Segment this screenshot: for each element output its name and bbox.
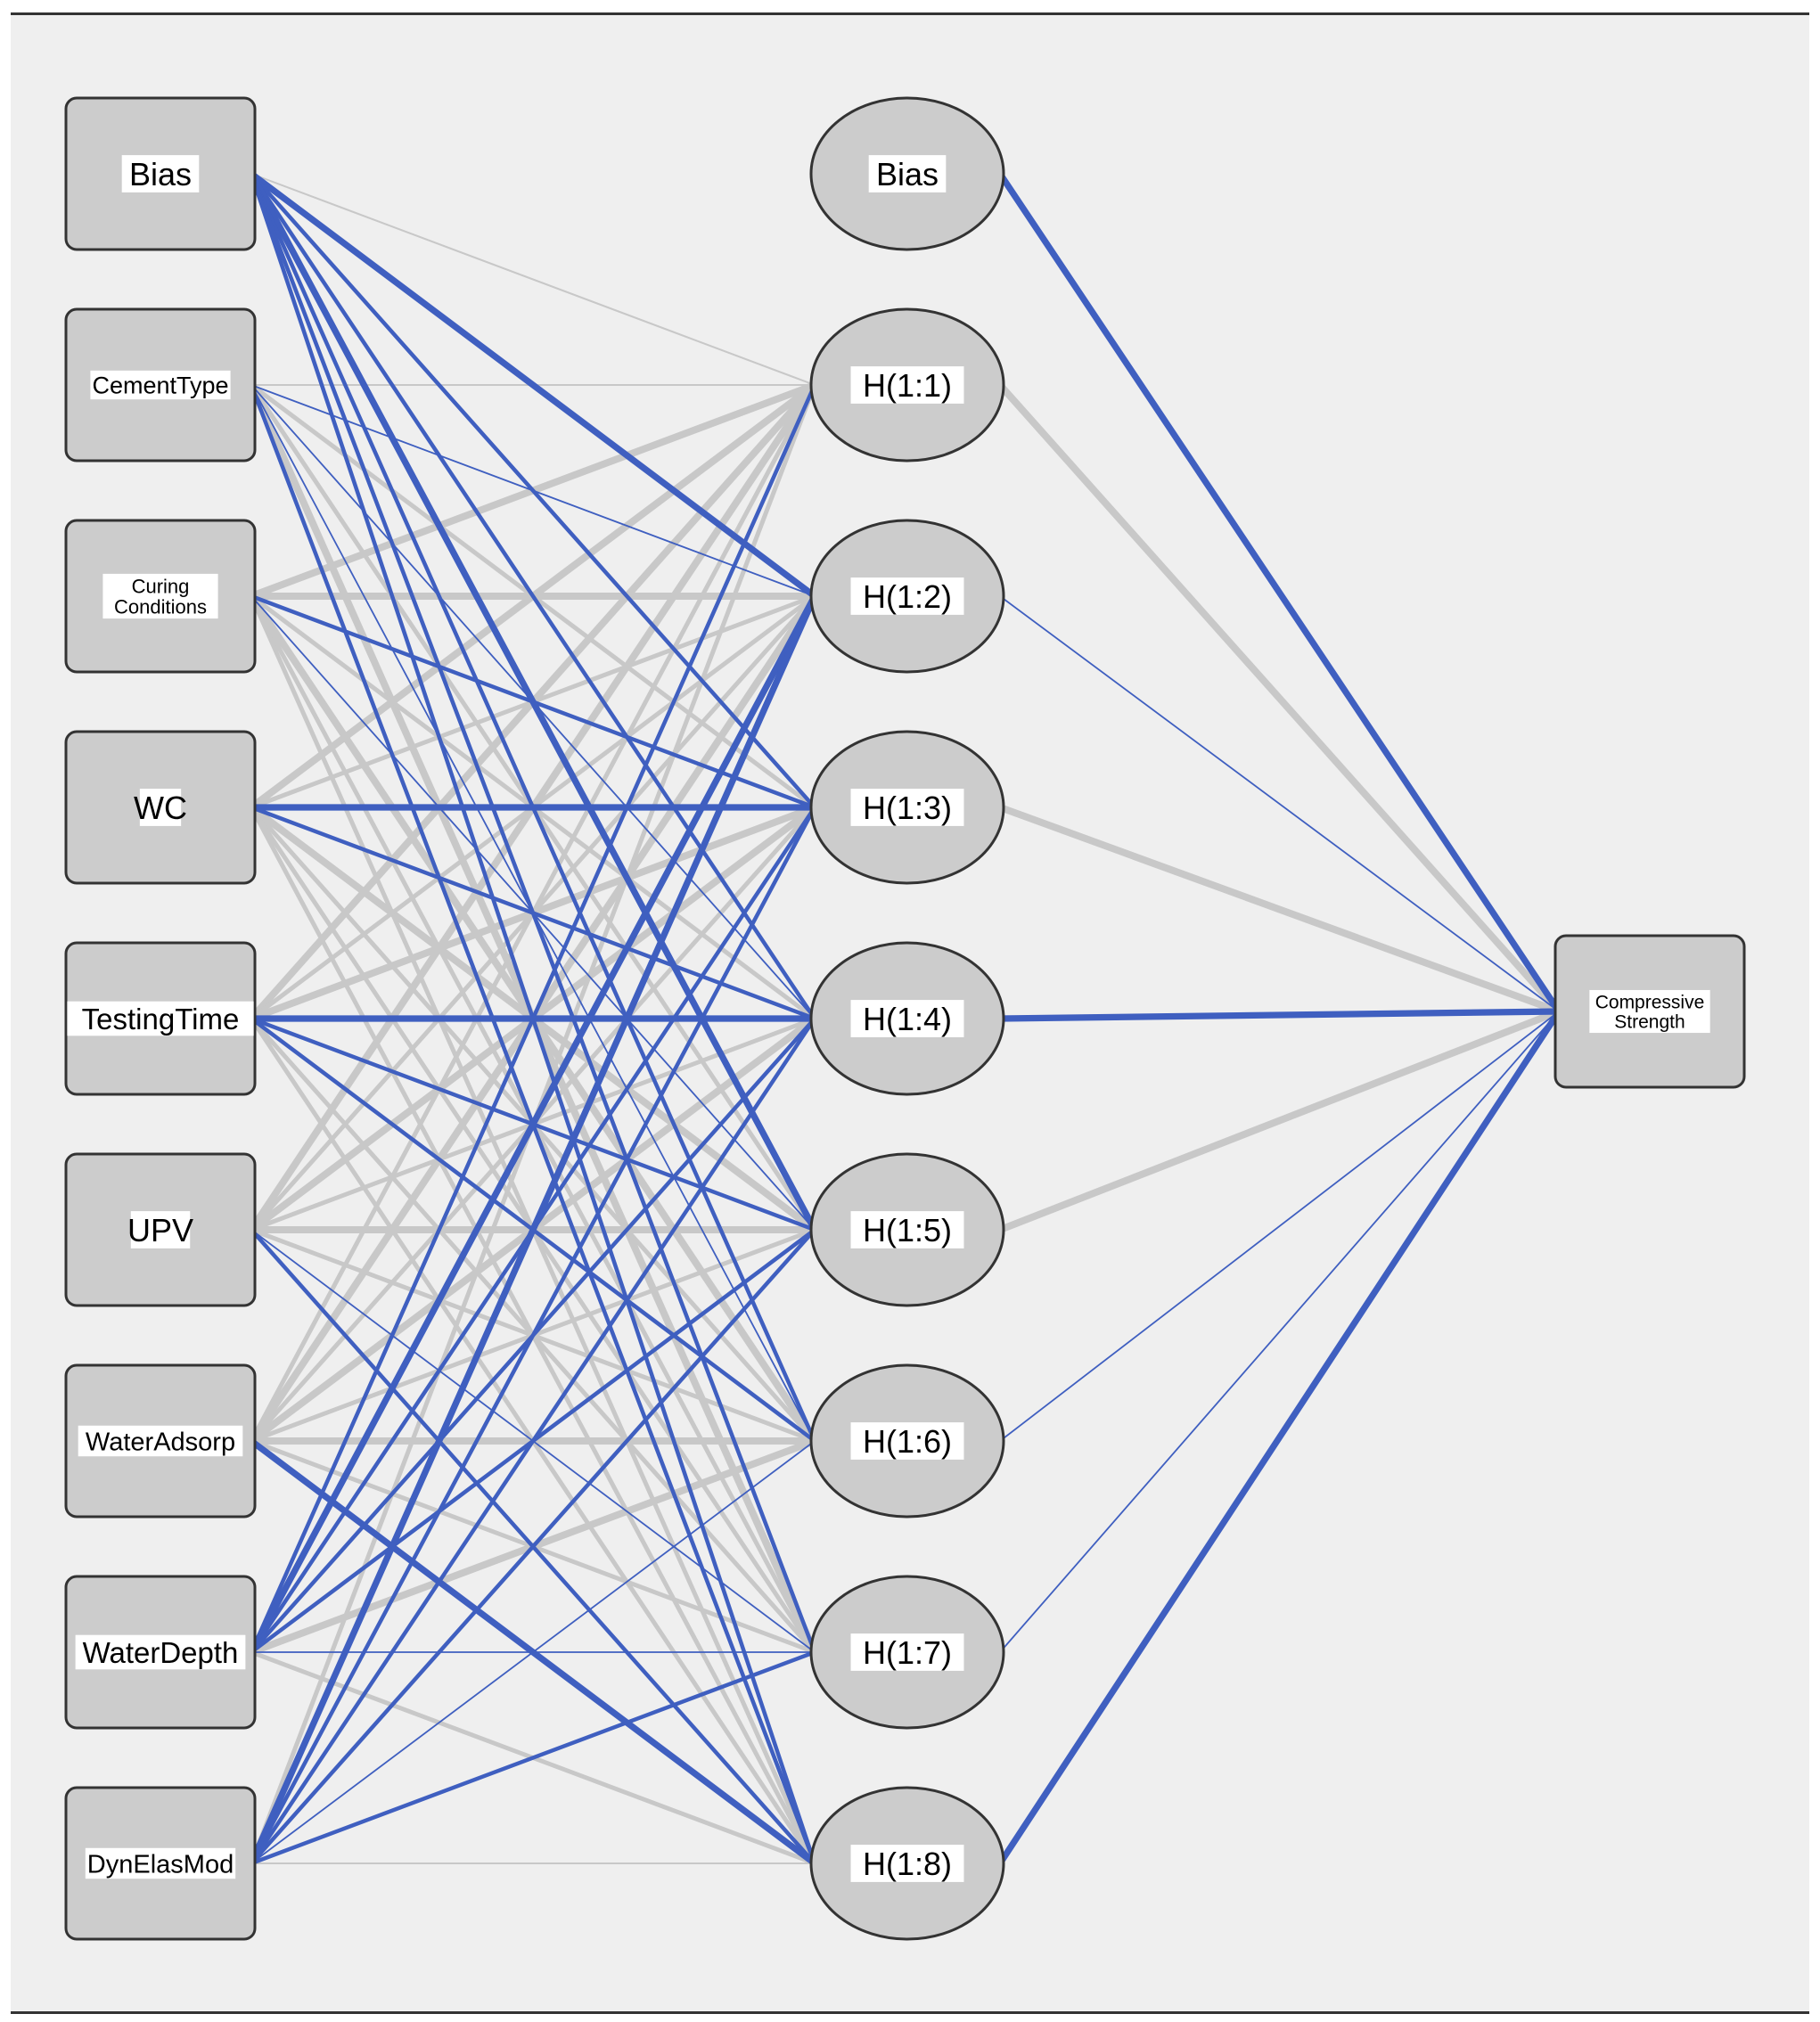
connection-in-dynelas-to-h5	[249, 1227, 817, 1866]
hidden-node-h5[interactable]: H(1:5)	[809, 1152, 1005, 1307]
connection-in-dynelas-to-h3	[249, 805, 817, 1866]
hidden-node-label: H(1:6)	[863, 1423, 952, 1460]
hidden-node-label: H(1:4)	[863, 1001, 952, 1037]
connection-in-dynelas-to-h2	[248, 593, 818, 1867]
connection-in-dynelas-to-h7	[249, 1650, 817, 1866]
hidden-node-h8[interactable]: H(1:8)	[809, 1786, 1005, 1941]
connection-h8-to-output	[996, 1008, 1562, 1867]
hidden-node-label: H(1:8)	[863, 1846, 952, 1882]
hidden-node-label-bg	[868, 155, 947, 192]
hidden-node-h4[interactable]: H(1:4)	[809, 941, 1005, 1096]
connection-in-dynelas-to-h4	[249, 1016, 817, 1866]
input-node-label-bg	[139, 789, 182, 826]
output-node-label-bg	[1589, 989, 1710, 1034]
connection-in-waterdepth-to-h2	[248, 593, 818, 1656]
input-node-label-bg	[102, 573, 218, 619]
hidden-node-label-bg	[850, 1633, 964, 1671]
input-node-label-bg	[85, 1847, 236, 1879]
input-node-label: WC	[134, 790, 187, 826]
hidden-node-bias[interactable]: Bias	[809, 96, 1005, 251]
hidden-node-h7[interactable]: H(1:7)	[809, 1575, 1005, 1730]
connection-h-bias-to-output	[996, 170, 1562, 1015]
connection-lines	[248, 170, 1562, 1867]
input-node-label: CementType	[92, 372, 228, 399]
connection-h4-to-output	[996, 1008, 1562, 1022]
input-node-label-bg	[90, 370, 231, 400]
connection-h3-to-output	[996, 804, 1562, 1015]
hidden-node-label: H(1:5)	[863, 1212, 952, 1248]
input-node-label: UPV	[127, 1212, 193, 1248]
input-node-testing[interactable]: TestingTime	[64, 941, 257, 1096]
input-node-label-bg	[75, 1634, 246, 1670]
hidden-node-label: H(1:3)	[863, 790, 952, 826]
input-node-label-bg	[78, 1425, 243, 1457]
hidden-node-label-bg	[850, 1211, 964, 1248]
input-node-label-bg	[130, 1211, 191, 1248]
input-node-cement[interactable]: CementType	[64, 307, 257, 463]
hidden-node-label-bg	[850, 789, 964, 826]
hidden-node-label-bg	[850, 577, 964, 615]
connection-h2-to-output	[999, 595, 1560, 1012]
input-node-label: WaterAdsorp	[86, 1428, 235, 1456]
input-node-upv[interactable]: UPV	[64, 1152, 257, 1307]
connection-h1-to-output	[996, 381, 1562, 1015]
input-node-wc[interactable]: WC	[64, 730, 257, 885]
input-node-label-bg	[121, 155, 200, 192]
hidden-node-h2[interactable]: H(1:2)	[809, 519, 1005, 674]
input-node-label: TestingTime	[82, 1003, 240, 1036]
hidden-node-label: H(1:2)	[863, 578, 952, 615]
hidden-node-label: H(1:1)	[863, 367, 952, 404]
hidden-node-h6[interactable]: H(1:6)	[809, 1363, 1005, 1519]
connection-in-cement-to-h2	[250, 384, 816, 597]
connection-in-bias-to-h4	[249, 171, 817, 1021]
hidden-node-h1[interactable]: H(1:1)	[809, 307, 1005, 463]
input-node-waterdepth[interactable]: WaterDepth	[64, 1575, 257, 1730]
connection-in-waterdepth-to-h1	[249, 382, 817, 1655]
hidden-node-label-bg	[850, 1845, 964, 1882]
input-node-label-bg	[67, 1001, 254, 1036]
input-node-wateradsorp[interactable]: WaterAdsorp	[64, 1363, 257, 1519]
input-node-label: DynElasMod	[87, 1850, 234, 1879]
input-node-label: WaterDepth	[83, 1636, 239, 1669]
connection-h6-to-output	[999, 1011, 1560, 1442]
hidden-node-label-bg	[850, 1422, 964, 1460]
hidden-node-label: Bias	[876, 156, 939, 192]
hidden-node-label-bg	[850, 1000, 964, 1037]
input-node-bias[interactable]: Bias	[64, 96, 257, 251]
input-node-label: Bias	[129, 156, 192, 192]
connection-in-bias-to-h2	[248, 170, 818, 600]
connection-in-bias-to-h1	[250, 173, 816, 386]
connection-h7-to-output	[999, 1011, 1560, 1653]
hidden-node-label: H(1:7)	[863, 1634, 952, 1671]
hidden-node-label-bg	[850, 366, 964, 404]
connection-in-dynelas-to-h6	[250, 1440, 816, 1864]
connection-h5-to-output	[996, 1008, 1562, 1233]
input-node-dynelas[interactable]: DynElasMod	[64, 1786, 257, 1941]
hidden-node-h3[interactable]: H(1:3)	[809, 730, 1005, 885]
